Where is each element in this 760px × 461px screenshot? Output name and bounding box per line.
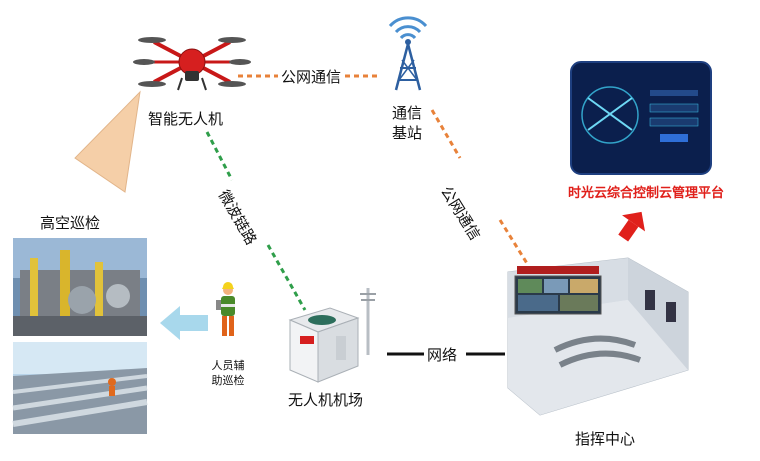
link-airport-command-label: 网络 — [427, 344, 457, 365]
drone-icon — [133, 37, 251, 90]
platform-title: 时光云综合控制云管理平台 — [568, 182, 724, 201]
command-label: 指挥中心 — [575, 428, 635, 449]
inspection-photo-plant — [13, 238, 147, 336]
scan-cone — [75, 92, 140, 192]
link-tower-command-line — [432, 110, 460, 158]
helper-label: 人员辅 助巡检 — [206, 358, 250, 388]
inspection-photo-pipeline — [13, 342, 147, 434]
tower-label-line2: 基站 — [392, 122, 422, 143]
link-drone-airport-line — [207, 132, 232, 180]
drone-airport-icon — [290, 288, 376, 382]
worker-icon — [216, 282, 235, 336]
helper-label-line2: 助巡检 — [206, 373, 250, 388]
airport-label: 无人机机场 — [288, 389, 363, 410]
platform-screen — [571, 62, 711, 174]
helper-label-line1: 人员辅 — [206, 358, 250, 373]
link-drone-airport-line-2 — [268, 245, 305, 310]
arrow-to-inspection — [160, 306, 208, 340]
link-drone-tower-label: 公网通信 — [281, 66, 341, 87]
arrow-to-platform — [612, 204, 653, 246]
link-tower-command-line-2 — [500, 220, 528, 265]
tower-label-line1: 通信 — [392, 102, 422, 123]
inspection-label: 高空巡检 — [40, 212, 100, 233]
command-center-room — [508, 258, 688, 415]
drone-label: 智能无人机 — [148, 108, 223, 129]
signal-tower-icon — [390, 18, 426, 90]
